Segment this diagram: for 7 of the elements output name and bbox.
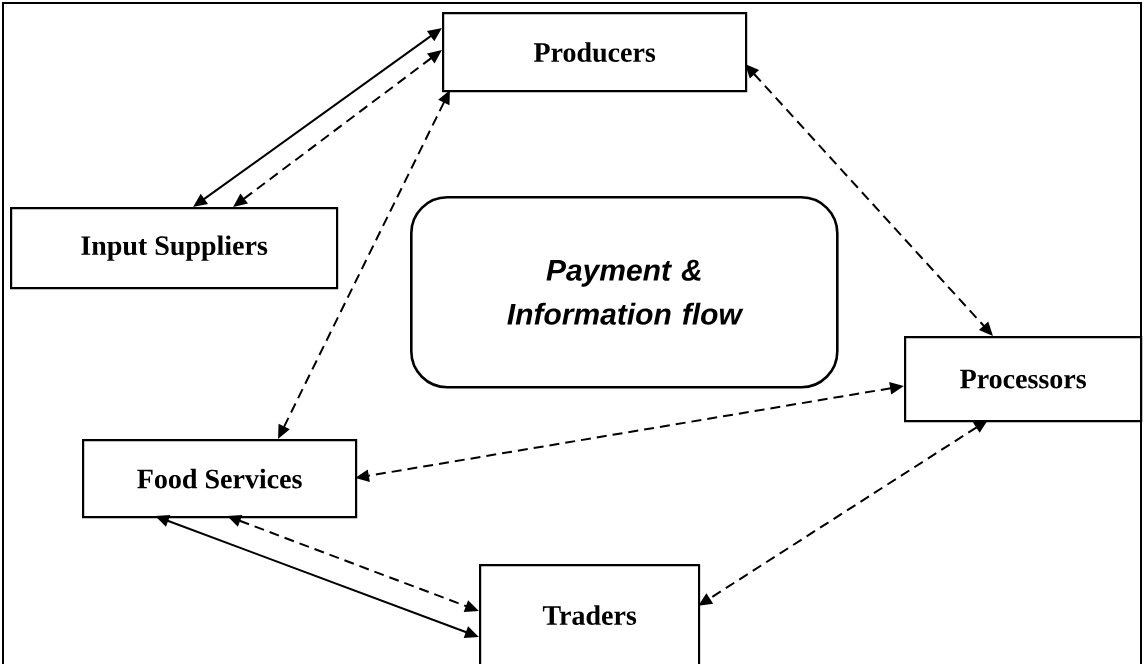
- process-box: Processors: [904, 336, 1143, 423]
- process-box: Traders: [479, 564, 701, 664]
- arrow: [745, 64, 993, 336]
- process-box: Producers: [442, 12, 748, 93]
- process-box: Food Services: [82, 439, 358, 519]
- rounded-box: Payment & Information flow: [410, 196, 839, 389]
- process-box: Input Suppliers: [10, 207, 339, 290]
